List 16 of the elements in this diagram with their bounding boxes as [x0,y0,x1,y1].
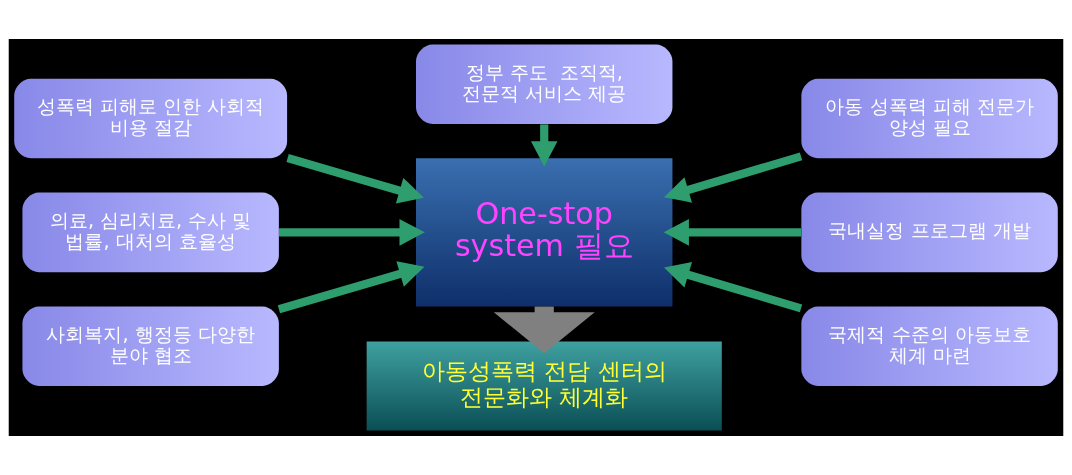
arrow [530,124,558,167]
arrow [286,154,424,204]
arrow [278,219,425,246]
node-box: One-stop system 필요 [416,158,673,307]
node-box: 사회복지, 행정등 다양한 분야 협조 [22,306,279,386]
node-box: 국내실정 프로그램 개발 [801,192,1058,273]
node-box: 의료, 심리치료, 수사 및 법률, 대처의 효율성 [22,192,279,273]
node-box: 아동 성폭력 피해 전문가 양성 필요 [801,78,1058,159]
arrow [664,152,803,203]
node-box: 아동성폭력 전담 센터의 전문화와 체계화 [366,341,722,431]
arrow [664,262,803,313]
node-box: 성폭력 피해로 인한 사회적 비용 절감 [14,78,288,159]
node-box: 정부 주도 조직적, 전문적 서비스 제공 [416,44,673,124]
arrow [277,261,425,314]
node-box: 국제적 수준의 아동보호 체계 마련 [801,306,1058,386]
arrow [663,219,801,246]
